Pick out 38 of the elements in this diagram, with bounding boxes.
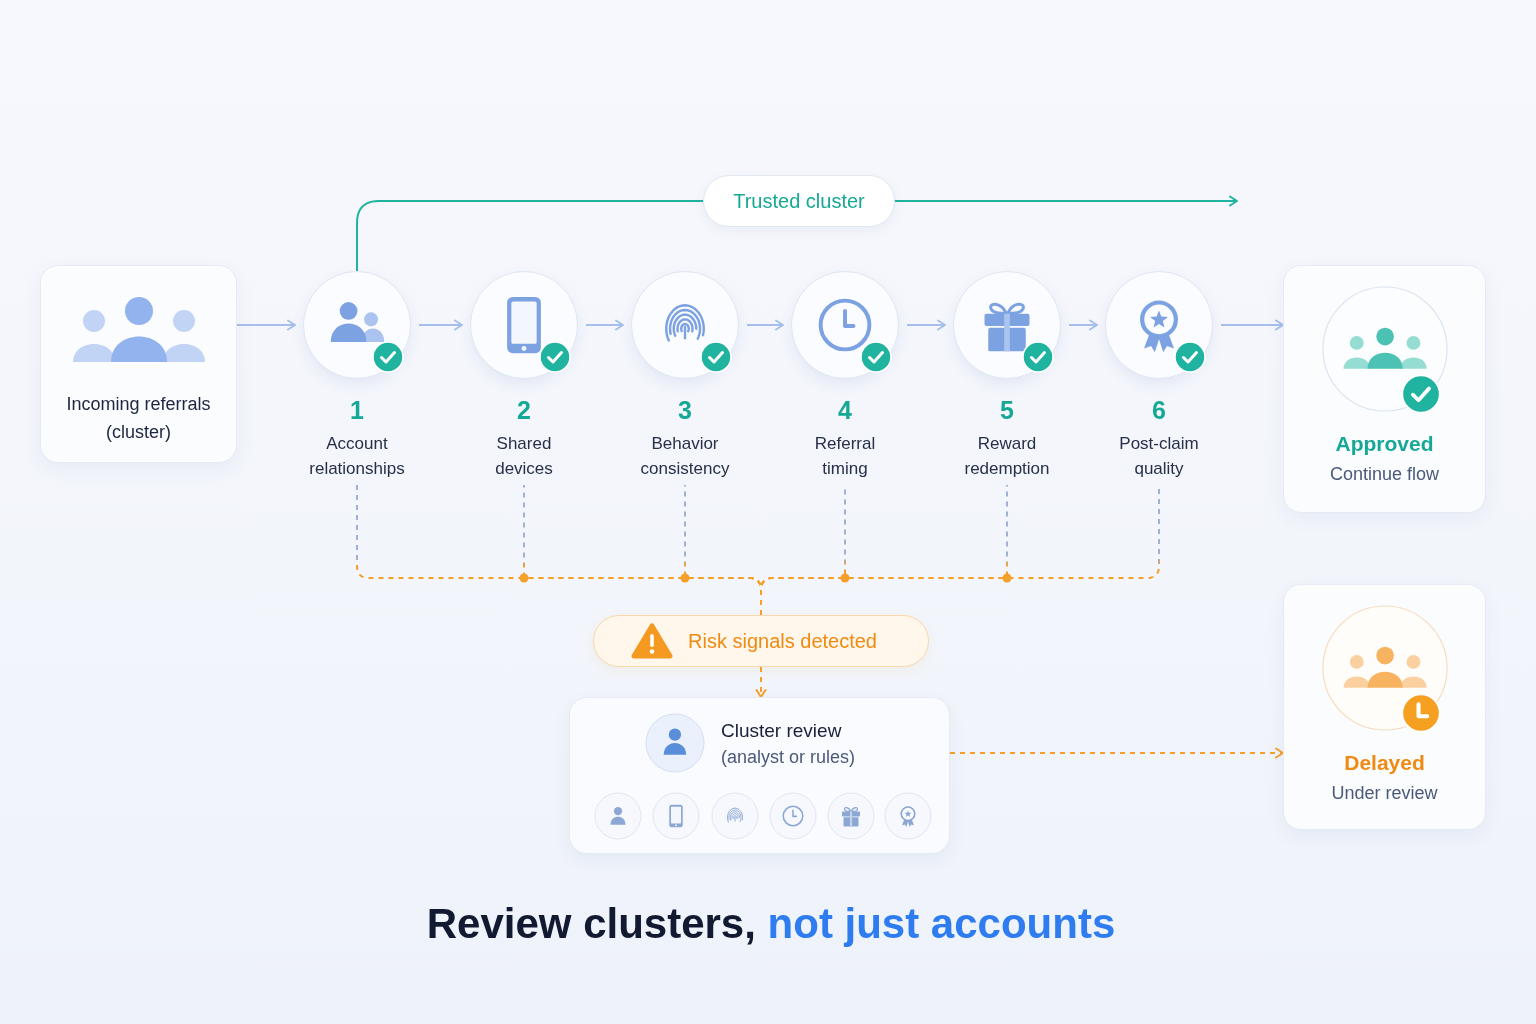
arrow: [418, 319, 463, 331]
step-label: Reward redemption: [963, 433, 1051, 480]
arrow: [236, 319, 296, 331]
arrow: [906, 319, 946, 331]
alert-text: Risk signals detected: [688, 629, 877, 654]
status-title: Approved: [1335, 431, 1434, 457]
arrow: [746, 319, 784, 331]
step-label: Post-claim quality: [1118, 433, 1200, 480]
step-label: Account relationships: [308, 433, 406, 480]
card-label: Incoming referrals (cluster): [65, 393, 212, 444]
step-number: 2: [517, 395, 531, 425]
connector-line: [356, 200, 704, 272]
alert-pill: [593, 615, 929, 667]
step-number: 5: [1000, 395, 1014, 425]
review-title: Cluster review: [721, 719, 842, 743]
arrow: [1220, 319, 1284, 331]
step-number: 1: [350, 395, 364, 425]
arrow: [894, 195, 1238, 207]
step-number: 4: [838, 395, 852, 425]
step-number: 3: [678, 395, 692, 425]
step-label: Referral timing: [813, 433, 877, 480]
dashed-arrow: [949, 747, 1284, 759]
outcome-card: [1283, 584, 1486, 830]
status-subtitle: Continue flow: [1329, 463, 1440, 486]
arrow: [585, 319, 624, 331]
outcome-card: [1283, 265, 1486, 513]
arrow: [1068, 319, 1098, 331]
label-pill: Trusted cluster: [703, 175, 895, 227]
dashed-arrow: [755, 666, 767, 698]
step-label: Shared devices: [494, 433, 554, 480]
status-title: Delayed: [1344, 750, 1425, 776]
review-subtitle: (analyst or rules): [721, 746, 856, 769]
page-title: Review clusters, not just accounts: [426, 899, 1116, 949]
input-card: [40, 265, 237, 463]
step-label: Behavior consistency: [639, 433, 731, 480]
review-card: [569, 697, 950, 854]
status-subtitle: Under review: [1331, 782, 1438, 805]
step-number: 6: [1152, 395, 1166, 425]
